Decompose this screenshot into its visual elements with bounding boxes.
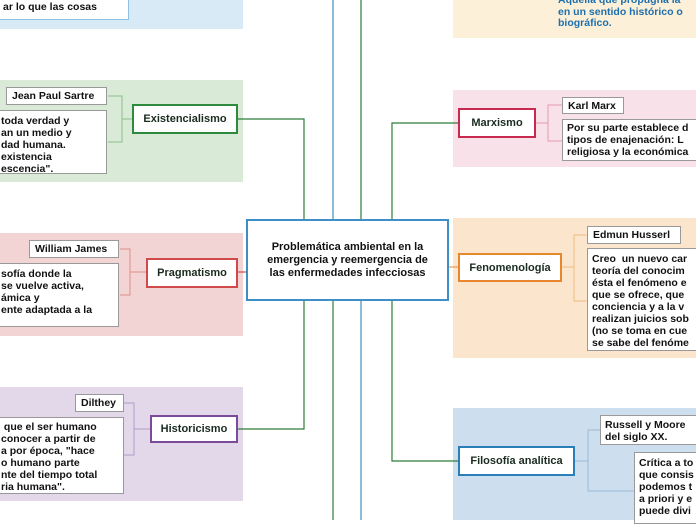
text-pragmatismo: sofía donde la se vuelve activa, ámica y… <box>0 263 119 327</box>
topic-pragmatismo-label: Pragmatismo <box>157 267 227 279</box>
topic-historicismo[interactable]: Historicismo <box>150 415 238 443</box>
author-william-james: William James <box>29 240 119 258</box>
top-right-fragment: Aquella que propugna la en un sentido hi… <box>558 0 683 29</box>
topic-filosofia-analitica[interactable]: Filosofía analítica <box>458 446 575 476</box>
topic-marxismo-label: Marxismo <box>471 117 523 129</box>
author-husserl: Edmun Husserl <box>587 226 681 244</box>
topic-filosofia-analitica-label: Filosofía analítica <box>470 455 563 467</box>
topic-pragmatismo[interactable]: Pragmatismo <box>146 258 238 288</box>
text-filosofia-analitica: Crítica a to que consis podemos t a prio… <box>634 452 696 524</box>
author-russell-moore: Russell y Moore del siglo XX. <box>600 415 696 445</box>
author-dilthey: Dilthey <box>75 394 124 412</box>
text-marxismo: Por su parte establece d tipos de enajen… <box>562 119 696 161</box>
topic-fenomenologia[interactable]: Fenomenología <box>458 253 562 282</box>
author-sartre: Jean Paul Sartre <box>6 87 107 105</box>
central-topic[interactable]: Problemática ambiental en la emergencia … <box>246 219 449 301</box>
text-historicismo: que el ser humano conocer a partir de a … <box>0 417 124 494</box>
text-fenomenologia: Creo un nuevo car teoría del conocim ést… <box>587 248 696 351</box>
topic-marxismo[interactable]: Marxismo <box>458 108 536 138</box>
topic-existencialismo-label: Existencialismo <box>143 113 227 125</box>
panel-top-right <box>453 0 696 38</box>
text-existencialismo: toda verdad y an un medio y dad humana. … <box>0 110 107 175</box>
author-karl-marx: Karl Marx <box>562 97 624 114</box>
topic-fenomenologia-label: Fenomenología <box>469 261 551 274</box>
topic-existencialismo[interactable]: Existencialismo <box>132 104 238 134</box>
topic-historicismo-label: Historicismo <box>160 423 228 435</box>
central-topic-label: Problemática ambiental en la emergencia … <box>267 240 428 279</box>
top-left-fragment: ar lo que las cosas <box>0 0 129 20</box>
